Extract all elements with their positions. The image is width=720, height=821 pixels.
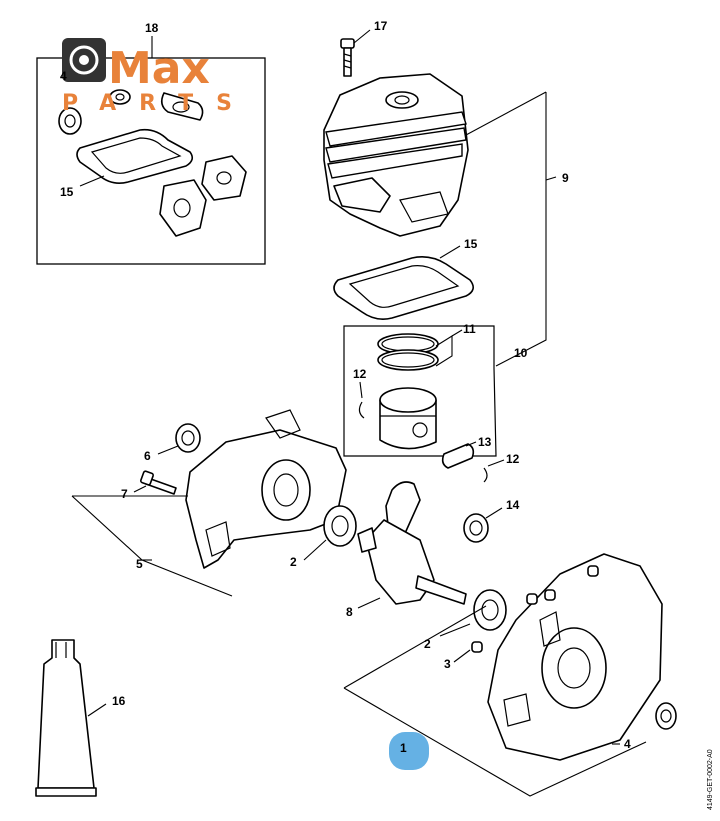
max-parts-logo: Max PARTS — [62, 38, 255, 116]
main-bearing-upper — [303, 505, 357, 561]
needle-cage — [463, 507, 503, 543]
callout-11: 11 — [463, 322, 476, 336]
document-code: 4149-GET-0002-A0 — [707, 749, 714, 810]
callout-14: 14 — [506, 498, 520, 512]
callout-2-upper: 2 — [290, 555, 297, 569]
callout-9: 9 — [562, 171, 569, 185]
base-gasket — [333, 245, 474, 320]
crankshaft — [357, 481, 467, 609]
cylinder — [323, 73, 557, 367]
main-bearing-lower — [439, 589, 507, 637]
callout-13: 13 — [478, 435, 492, 449]
crankcase-half-left — [71, 409, 347, 597]
crankcase-half-right — [343, 553, 677, 797]
callout-4-lower: 4 — [624, 737, 631, 751]
gasket-kit-box — [36, 36, 266, 265]
callout-1: 1 — [400, 741, 407, 755]
callout-12-right: 12 — [506, 452, 520, 466]
callout-3: 3 — [444, 657, 451, 671]
callout-4-kit: 4 — [60, 69, 67, 83]
piston-box — [343, 325, 505, 483]
callout-5: 5 — [136, 557, 143, 571]
callout-15-kit: 15 — [60, 185, 74, 199]
sealant-tube — [35, 639, 107, 797]
callout-10: 10 — [514, 346, 528, 360]
callout-7: 7 — [121, 487, 128, 501]
callout-8: 8 — [346, 605, 353, 619]
callout-18: 18 — [145, 21, 159, 35]
logo-brand-main: Max — [108, 43, 210, 94]
callout-2-lower: 2 — [424, 637, 431, 651]
logo-brand-sub: PARTS — [62, 91, 255, 116]
callout-15: 15 — [464, 237, 478, 251]
callout-12-left: 12 — [353, 367, 367, 381]
callout-17: 16 — [112, 694, 126, 708]
callout-6: 6 — [144, 449, 151, 463]
callout-16: 17 — [374, 19, 388, 33]
callout-labels: 18 4 15 17 9 15 11 10 12 13 12 6 7 14 5 … — [60, 19, 631, 770]
cylinder-screw — [340, 29, 371, 77]
callout-1-highlight — [389, 732, 429, 770]
